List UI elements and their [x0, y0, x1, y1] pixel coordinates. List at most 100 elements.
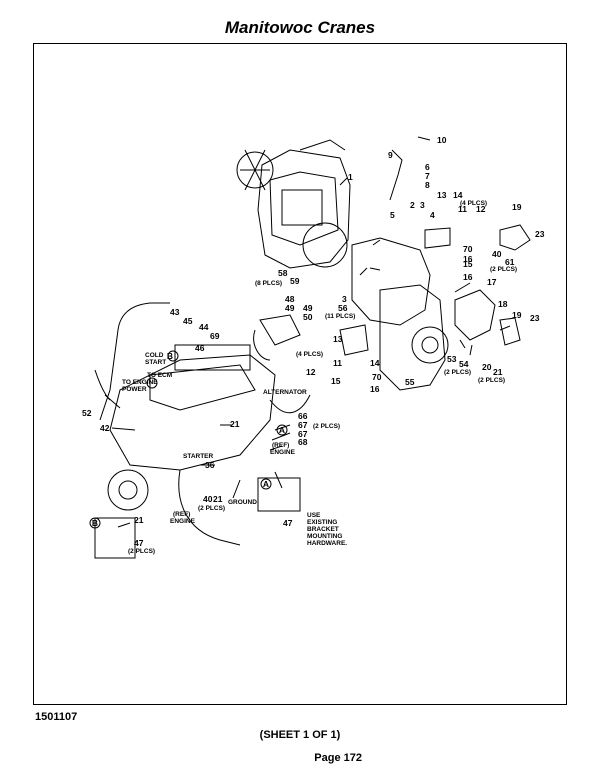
callout-16c: 16: [370, 384, 380, 394]
label-use: USE: [307, 512, 321, 519]
label-power: POWER: [122, 386, 147, 393]
callout-40: 40: [492, 249, 502, 259]
callout-2-plcs-f: (2 PLCS): [128, 548, 155, 555]
callout-4: 4: [430, 210, 435, 220]
callout-21c: 21: [213, 494, 223, 504]
callout-11: 11: [458, 204, 467, 214]
callout-70b: 70: [372, 372, 382, 382]
callout-66: 66: [298, 411, 308, 421]
callout-70: 70: [463, 244, 473, 254]
label-bracket: BRACKET: [307, 526, 339, 533]
callout-8: 8: [425, 180, 430, 190]
label-ref-engine-b: (REF): [173, 511, 190, 518]
transmission-drawing: [339, 149, 449, 391]
callout-9: 9: [388, 150, 393, 160]
callout-50: 50: [303, 312, 313, 322]
label-ref-engine: (REF): [272, 442, 289, 449]
callout-20: 20: [482, 362, 492, 372]
callout-56: 56: [338, 303, 348, 313]
callout-3b: 3: [342, 294, 347, 304]
callout-21: 21: [493, 367, 503, 377]
label-mounting: MOUNTING: [307, 533, 342, 540]
callout-2-plcs-b: (2 PLCS): [478, 377, 505, 384]
label-cold: COLD: [145, 352, 164, 359]
callout-11-plcs: (11 PLCS): [325, 313, 355, 320]
engine-lower-drawing: [107, 314, 301, 511]
callout-14: 14: [453, 190, 463, 200]
callout-4-plcs: (4 PLCS): [460, 200, 487, 207]
label-to-ecm: TO ECM: [147, 372, 172, 379]
callout-47b: 47: [134, 538, 144, 548]
callout-23: 23: [535, 229, 545, 239]
detail-b-box: [94, 517, 136, 559]
part-number-callouts: 1 2 3 4 5 6 7 8 9 10 11 12 13 14 (4 PLCS…: [82, 135, 545, 555]
callout-circle-a: A: [279, 425, 285, 435]
callout-2: 2: [410, 200, 415, 210]
label-ref-engine-2: ENGINE: [270, 449, 296, 456]
detail-a-box: [257, 477, 301, 512]
callout-61: 61: [505, 257, 515, 267]
page-title: Manitowoc Cranes: [224, 18, 376, 37]
callout-1: 1: [348, 172, 353, 182]
callout-6: 6: [425, 162, 430, 172]
callout-2-plcs-e: (2 PLCS): [198, 505, 225, 512]
callout-3: 3: [420, 200, 425, 210]
callout-4-plcs-b: (4 PLCS): [296, 351, 323, 358]
callout-12b: 12: [306, 367, 316, 377]
callout-36: 36: [205, 460, 215, 470]
callout-23b: 23: [530, 313, 540, 323]
callout-47: 47: [283, 518, 293, 528]
circle-callouts: [89, 350, 288, 529]
callout-11b: 11: [333, 358, 342, 368]
callout-circle-b-detail: B: [92, 518, 98, 528]
callout-58: 58: [278, 268, 288, 278]
callout-10: 10: [437, 135, 447, 145]
callout-8-plcs: (8 PLCS): [255, 280, 282, 287]
callout-48: 48: [285, 294, 295, 304]
callout-67b: 67: [298, 429, 308, 439]
callout-16b: 16: [463, 254, 473, 264]
callout-46: 46: [195, 343, 205, 353]
callout-52: 52: [82, 408, 92, 418]
engine-upper-drawing: [236, 139, 351, 269]
label-ground: GROUND: [228, 499, 257, 506]
label-existing: EXISTING: [307, 519, 337, 526]
callout-59: 59: [290, 276, 300, 286]
drawing-frame: [33, 43, 567, 705]
callout-13: 13: [437, 190, 447, 200]
callout-19b: 19: [512, 310, 522, 320]
label-to-engine: TO ENGINE: [122, 379, 158, 386]
document-number: 1501107: [35, 711, 78, 723]
callout-53: 53: [447, 354, 457, 364]
callout-45: 45: [183, 316, 193, 326]
sheet-indicator: (SHEET 1 OF 1): [259, 729, 341, 741]
callout-14b: 14: [370, 358, 380, 368]
callout-40b: 40: [203, 494, 213, 504]
callout-7: 7: [425, 171, 430, 181]
callout-2-plcs-a: (2 PLCS): [490, 266, 517, 273]
callout-43: 43: [170, 307, 180, 317]
label-alternator: ALTERNATOR: [263, 389, 307, 396]
page-number: Page 172: [314, 752, 362, 764]
callout-13b: 13: [333, 334, 343, 344]
callout-17: 17: [487, 277, 497, 287]
label-ref-engine-b-2: ENGINE: [170, 518, 196, 525]
callout-15: 15: [463, 259, 473, 269]
label-hardware: HARDWARE.: [307, 540, 347, 547]
callout-21b: 21: [230, 419, 240, 429]
callout-54: 54: [459, 359, 469, 369]
callout-5: 5: [390, 210, 395, 220]
callout-16: 16: [463, 272, 473, 282]
callout-55: 55: [405, 377, 415, 387]
callout-44: 44: [199, 322, 209, 332]
mount-brackets-drawing: [424, 224, 531, 346]
text-annotations: COLD START TO ECM TO ENGINE POWER ALTERN…: [122, 352, 347, 547]
callout-2-plcs-d: (2 PLCS): [313, 423, 340, 430]
callout-18: 18: [498, 299, 508, 309]
callout-circle-b-top: B: [167, 351, 173, 361]
callout-circle-a-detail: A: [263, 479, 269, 489]
callout-12: 12: [476, 204, 486, 214]
callout-42: 42: [100, 423, 110, 433]
callout-19: 19: [512, 202, 522, 212]
